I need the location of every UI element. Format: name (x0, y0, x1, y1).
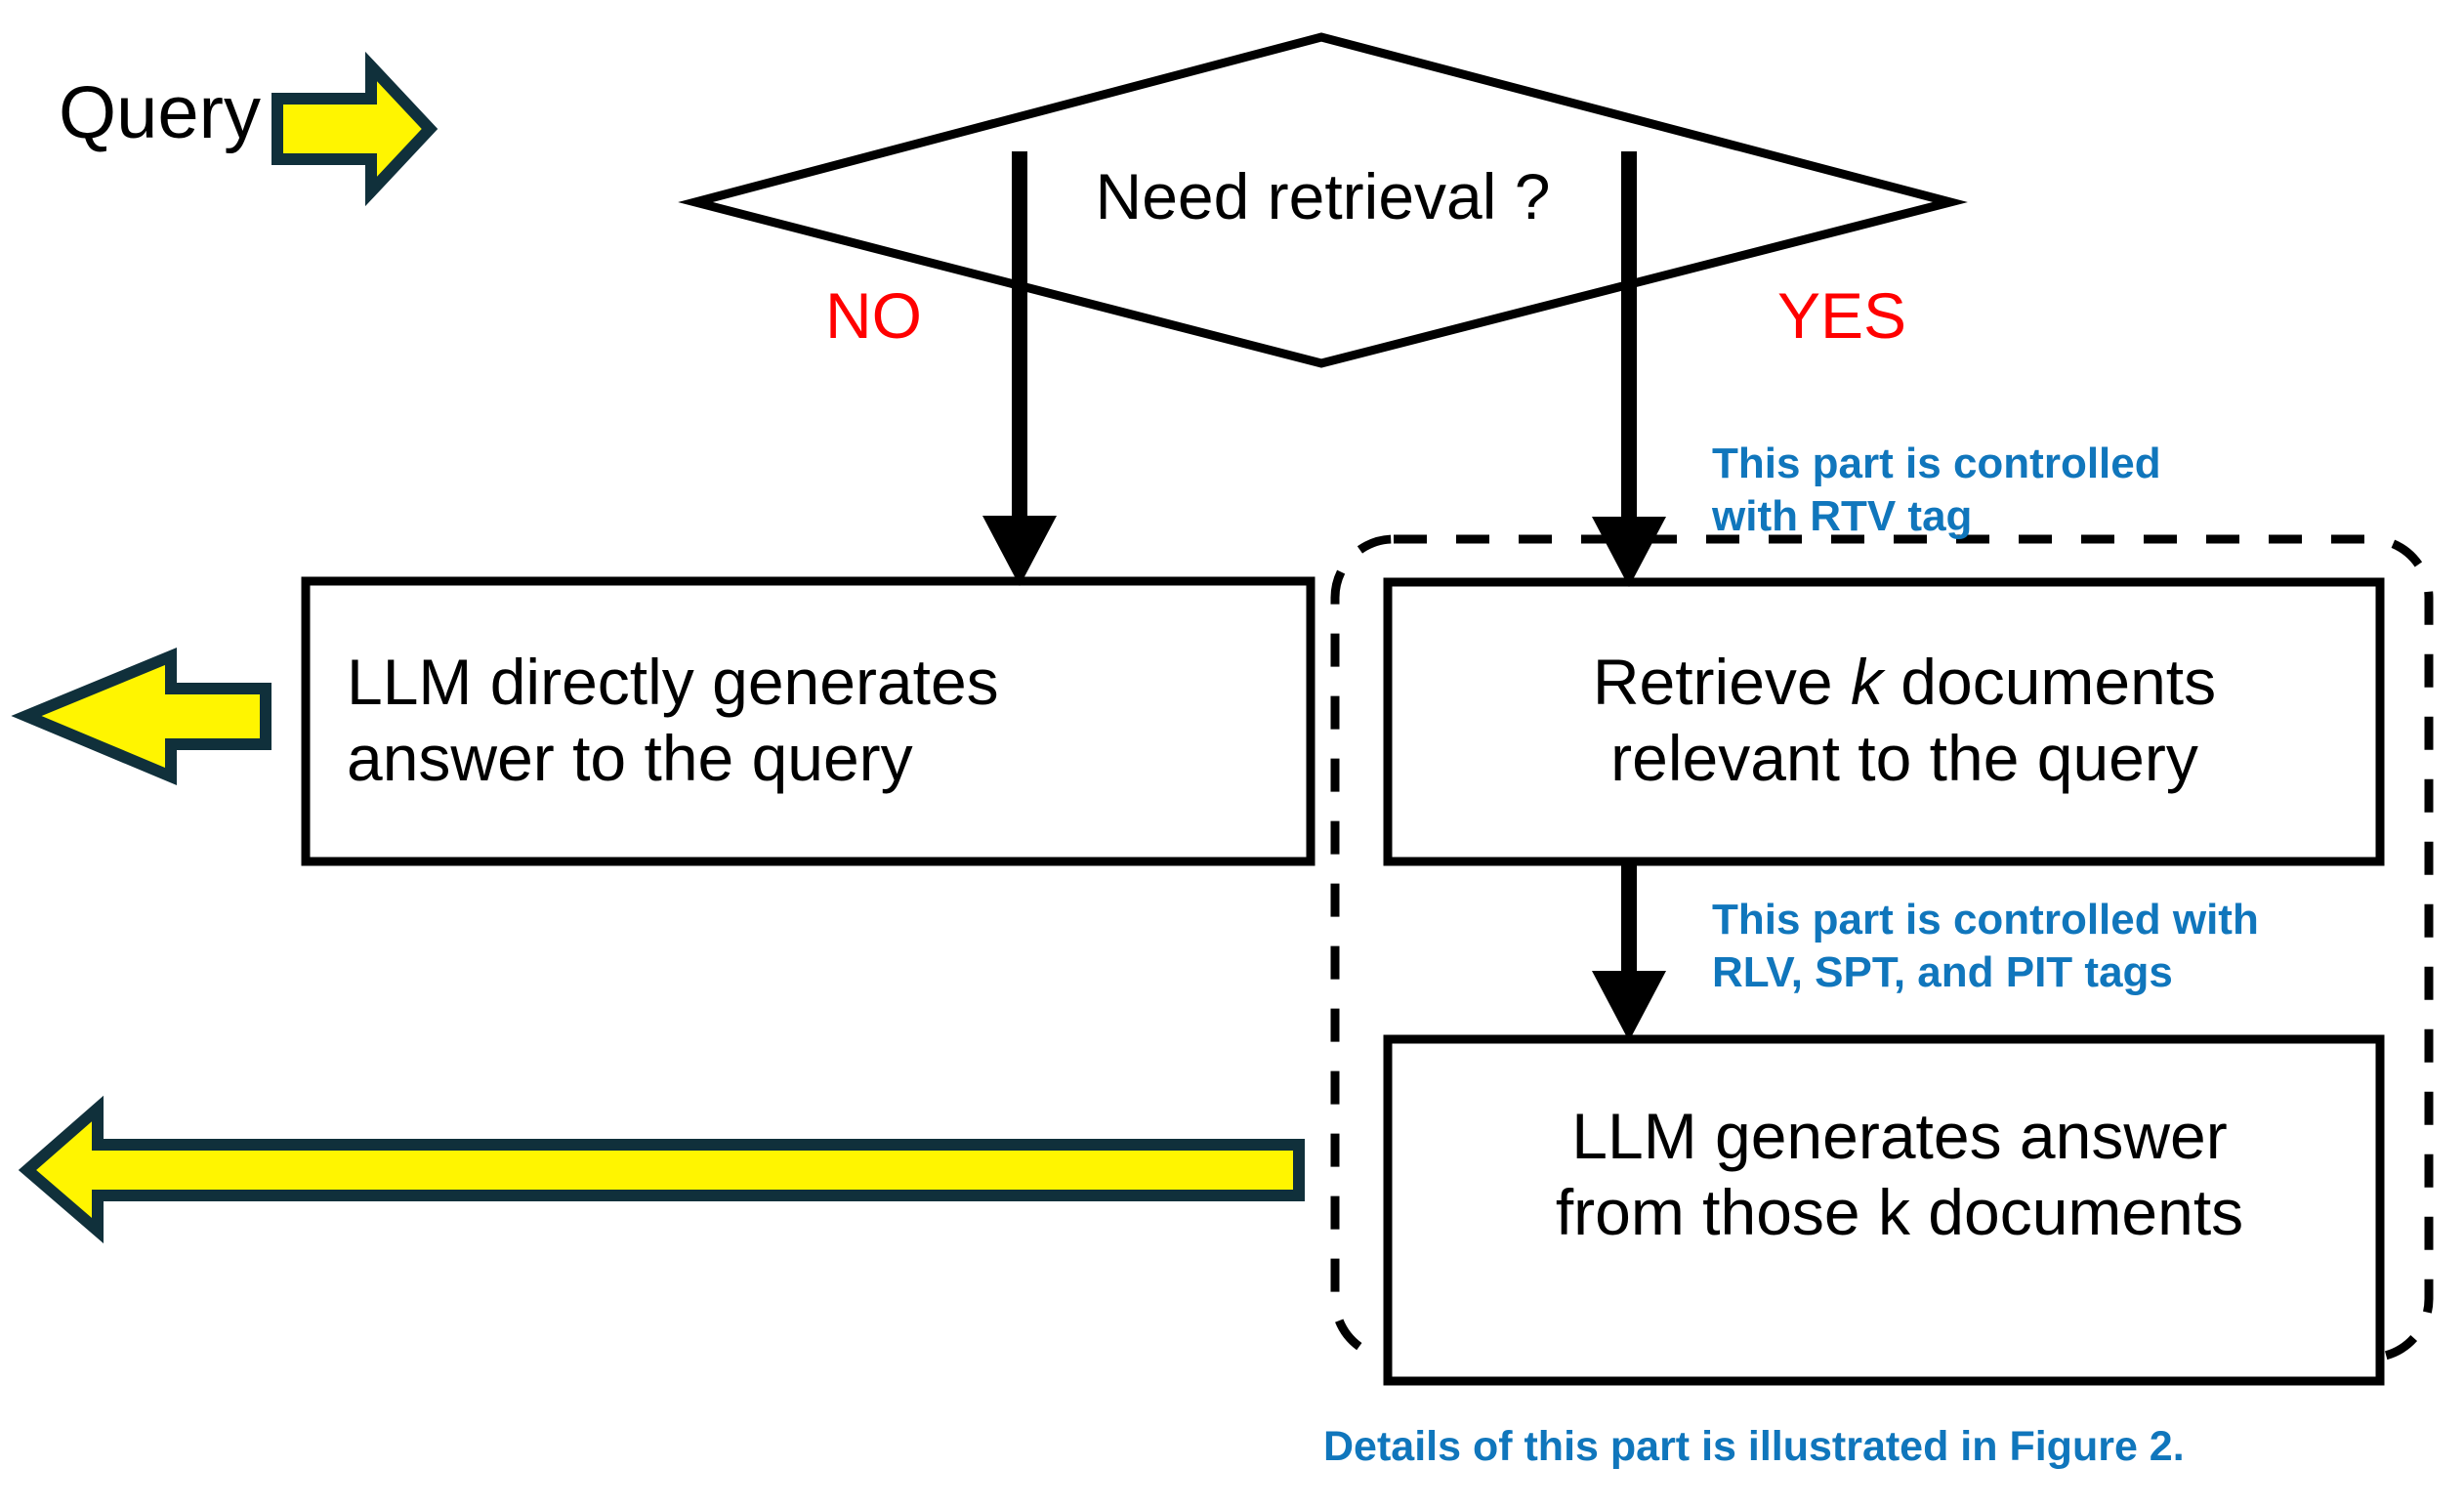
box-llm-direct-label: LLM directly generates answer to the que… (347, 645, 1284, 797)
note-see-figure-2: Details of this part is illustrated in F… (1323, 1423, 2185, 1470)
box-retrieve-documents (1383, 577, 2385, 866)
direct-answer-output-arrow (11, 648, 271, 786)
box-llm-direct-line2: answer to the query (347, 721, 913, 794)
query-input-arrow (271, 51, 439, 207)
box-llm-generate-from-docs (1383, 1034, 2385, 1386)
box-llm-generate-line2: from those k documents (1555, 1175, 2244, 1248)
box-retrieve-documents-label: Retrieve k documents relevant to the que… (1445, 645, 2363, 797)
retrieve-k-italic: k (1850, 646, 1883, 718)
box-llm-generate-line1: LLM generates answer (1571, 1100, 2228, 1172)
decision-label: Need retrieval ? (1095, 160, 1551, 232)
query-label: Query (59, 71, 261, 154)
box-retrieve-documents-line2: relevant to the query (1610, 721, 2198, 794)
box-llm-direct (301, 576, 1316, 866)
retrieve-pre: Retrieve (1592, 646, 1851, 718)
note-rtv-tag: This part is controlled with RTV tag (1712, 440, 2161, 540)
retrieve-post: documents (1882, 646, 2217, 718)
branch-label-no: NO (825, 279, 922, 352)
box-retrieve-documents-line1: Retrieve k documents (1445, 645, 2363, 721)
rag-group-dashed-box (1330, 534, 2434, 1362)
rag-answer-output-arrow (18, 1095, 1305, 1244)
connector-retrieve-to-generate (1592, 861, 1666, 1041)
box-llm-generate-label: LLM generates answer from those k docume… (1436, 1099, 2363, 1251)
note-rlv-spt-pit-tags: This part is controlled with RLV, SPT, a… (1712, 896, 2259, 996)
connector-yes-branch (1592, 151, 1666, 587)
connector-no-branch (982, 151, 1057, 586)
box-llm-direct-line1: LLM directly generates (347, 646, 999, 718)
branch-label-yes: YES (1777, 279, 1907, 352)
